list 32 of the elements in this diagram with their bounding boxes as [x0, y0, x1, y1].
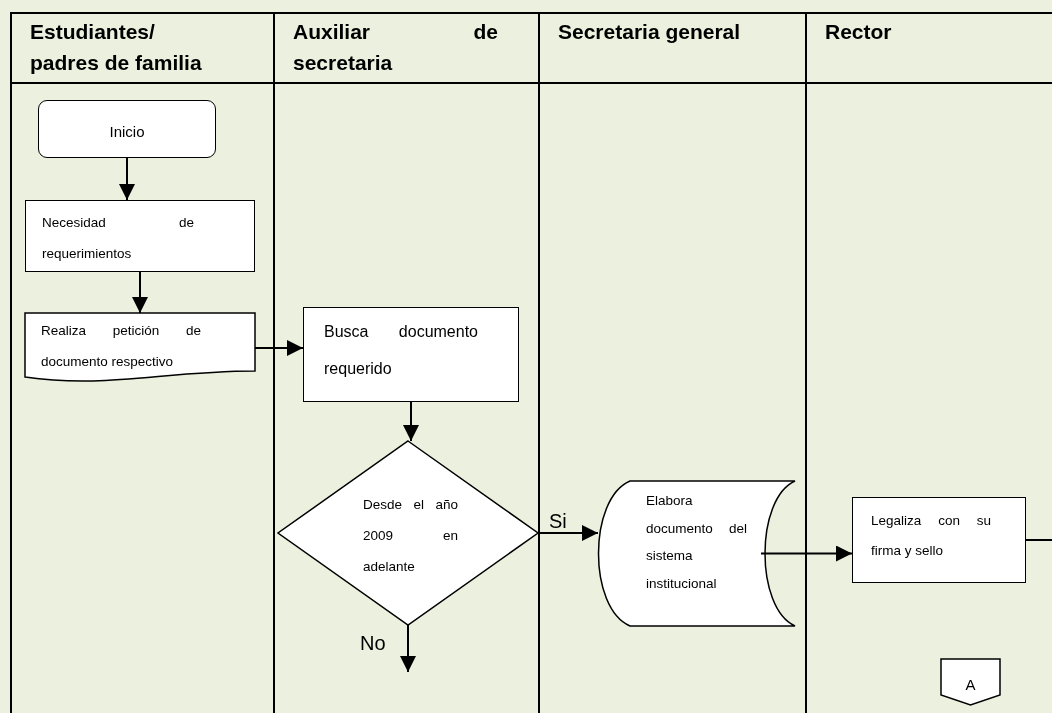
lane-header: Auxiliar de secretaria [275, 14, 538, 84]
connector-line [1025, 539, 1052, 541]
swimlane [10, 12, 273, 713]
node-text: Legaliza con su firma y sello [870, 512, 992, 560]
decision-diamond [278, 441, 538, 625]
node-text: A [964, 675, 977, 695]
node-text: Desde el año 2009 en adelante [362, 496, 459, 577]
arrow [132, 271, 148, 314]
node-text: Inicio [108, 122, 146, 142]
arrow [537, 525, 599, 541]
arrow [403, 401, 419, 442]
arrow [400, 624, 416, 673]
swimlane [805, 12, 1052, 713]
node-text: Busca documento requerido [323, 322, 479, 379]
arrow [119, 157, 135, 201]
node-text: Necesidad de requerimientos [41, 214, 195, 264]
process-box [25, 200, 255, 272]
process-box [852, 497, 1026, 583]
arrow [254, 340, 304, 356]
node-text: Realiza petición de documento respectivo [40, 322, 202, 372]
process-box [303, 307, 519, 402]
lane-header: Estudiantes/ padres de familia [12, 14, 273, 84]
arrow [760, 545, 853, 562]
stored-data-shape [598, 481, 795, 626]
node-text: Elabora documento del sistema institucional [645, 492, 748, 593]
lane-header: Secretaria general [540, 14, 805, 84]
document-shape [25, 313, 255, 383]
start-terminal [38, 100, 216, 158]
swimlane [538, 12, 805, 713]
off-page-connector [941, 659, 1000, 705]
swimlane [273, 12, 538, 713]
lane-header: Rector [807, 14, 1052, 84]
